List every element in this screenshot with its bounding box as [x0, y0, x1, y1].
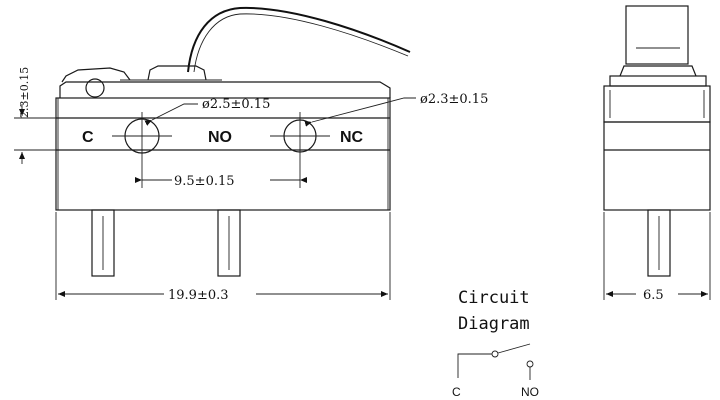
circuit-caption-line2: Diagram: [458, 314, 530, 334]
dim-hole-spacing: 9.5±0.15: [174, 174, 235, 189]
terminal-label-c: C: [82, 129, 94, 146]
pin-left: [91, 209, 115, 277]
roller-pivot: [85, 78, 105, 98]
circuit-contact-no: [526, 360, 534, 368]
side-lever: [625, 5, 689, 65]
circuit-switch-blade: [497, 343, 531, 354]
circuit-label-c: C: [452, 385, 461, 399]
circuit-caption-line1: Circuit: [458, 288, 530, 308]
dim-hole-diameter-right: ø2.3±0.15: [420, 92, 488, 107]
dim-hole-height: 2.3±0.15: [18, 67, 31, 118]
front-view: C NO NC ø2.5±0.15 ø2.3±0.15 9.5±0.15 19.…: [14, 6, 488, 303]
circuit-common-lead: [457, 353, 492, 378]
roller-actuator: [61, 67, 131, 83]
dim-hole-diameter-left: ø2.5±0.15: [202, 97, 270, 112]
side-body: [603, 121, 711, 211]
side-cap: [603, 85, 711, 123]
circuit-label-no: NO: [521, 385, 539, 399]
terminal-label-no: NO: [208, 129, 232, 146]
lever-arm: [187, 6, 411, 73]
dim-body-width: 19.9±0.3: [168, 288, 229, 303]
terminal-label-nc: NC: [340, 129, 364, 146]
dim-side-width: 6.5: [643, 288, 664, 303]
circuit-diagram: Circuit Diagram C NO: [452, 288, 539, 399]
pin-middle: [217, 209, 241, 277]
switch-cap: [59, 81, 391, 98]
side-pin: [647, 209, 671, 277]
side-view: 6.5: [603, 5, 711, 303]
side-actuator: [619, 65, 697, 77]
circuit-contact-c: [491, 350, 499, 358]
